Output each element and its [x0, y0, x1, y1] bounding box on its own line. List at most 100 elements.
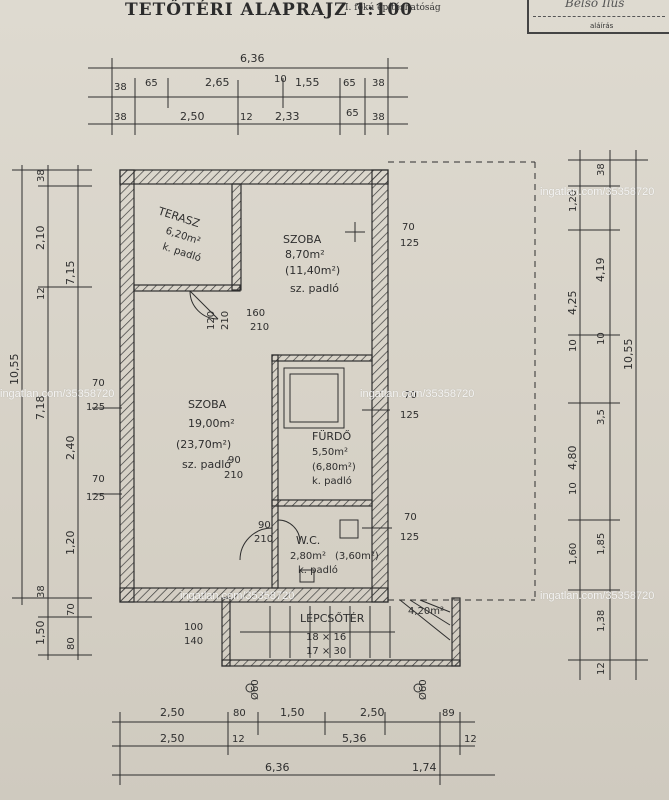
dim-bot-r3-1: 1,74	[412, 761, 437, 774]
room-szoba-small-area2: (11,40m²)	[285, 264, 340, 277]
room-wc-floor: k. padló	[298, 564, 338, 576]
dim-top-r1-4: 1,55	[295, 76, 320, 89]
room-lepcso-steps2: 17 × 30	[306, 646, 346, 657]
dim-top-total: 6,36	[240, 52, 265, 65]
dim-right-c1-2: 4,19	[594, 258, 607, 283]
watermark: ingatlan.com/35358720	[0, 388, 115, 400]
room-furdo-area: 5,50m²	[312, 447, 348, 458]
dim-right-c1-5: 1,85	[596, 533, 607, 555]
opening-w: 120	[206, 311, 217, 330]
room-lepcso-area: 4,20m²	[408, 606, 444, 617]
room-terasz-name: TERASZ	[156, 204, 202, 230]
dim-right-c1-1: 1,20	[568, 190, 579, 212]
watermark: ingatlan.com/35358720	[540, 590, 655, 602]
dim-top-r1-5: 65	[343, 78, 356, 89]
opening-w: 90	[228, 455, 241, 466]
dim-left-c0: 1,50	[34, 621, 47, 646]
room-furdo-name: FÜRDŐ	[312, 429, 351, 443]
dim-top-r2-1: 2,50	[180, 110, 205, 123]
opening-h: 210	[254, 534, 273, 545]
opening-w: 70	[92, 474, 105, 485]
dim-left-b1: 2,40	[64, 436, 77, 461]
dim-bot-r3-0: 6,36	[265, 761, 290, 774]
authority-label: I. fokú építéshatóság	[345, 3, 441, 13]
opening-h: 210	[220, 311, 231, 330]
dim-left-a3: 7,15	[64, 261, 77, 286]
dim-top-r2-0: 38	[114, 112, 127, 123]
opening-h: 140	[184, 636, 203, 647]
dim-top-r1-6: 38	[372, 78, 385, 89]
room-wc-area2: (3,60m²)	[335, 551, 379, 562]
dim-left-a0: 38	[36, 169, 47, 182]
dim-right-c1-6: 1,60	[568, 543, 579, 565]
dim-left-a2: 12	[36, 287, 47, 300]
signature-stamp-box	[527, 0, 669, 34]
opening-w: 70	[402, 222, 415, 233]
watermark: ingatlan.com/35358720	[540, 186, 655, 198]
room-furdo-area2: (6,80m²)	[312, 462, 356, 473]
dim-bot-r1-2: 1,50	[280, 706, 305, 719]
dim-bot-r1-1: 80	[233, 708, 246, 719]
dim-top-r1-3: 10	[274, 74, 287, 85]
room-wc-area: 2,80m²	[290, 551, 326, 562]
dim-bot-r1-0: 2,50	[160, 706, 185, 719]
dim-right-c2-3: 10	[568, 482, 579, 495]
opening-h: 125	[400, 238, 419, 249]
opening-w: 160	[246, 308, 265, 319]
dim-top-r1-2: 2,65	[205, 76, 230, 89]
dim-right-total: 10,55	[622, 339, 635, 371]
dim-top-r1-1: 65	[145, 78, 158, 89]
opening-w: 70	[404, 512, 417, 523]
opening-h: 125	[86, 492, 105, 503]
opening-w: 70	[92, 378, 105, 389]
signature-caption: aláírás	[590, 22, 614, 30]
room-szoba-large-area2: (23,70m²)	[176, 438, 231, 451]
dim-bot-r2-0: 2,50	[160, 732, 185, 745]
dim-top-r1-0: 38	[114, 82, 127, 93]
dim-bot-r2-1: 12	[232, 734, 245, 745]
dim-left-total: 10,55	[8, 354, 21, 386]
dim-right-c2-0: 4,25	[566, 291, 579, 316]
signature-line	[533, 16, 665, 17]
watermark: ingatlan.com/35358720	[360, 388, 475, 400]
dim-right-c1-8: 12	[596, 662, 607, 675]
dim-left-b3: 38	[36, 585, 47, 598]
opening-w: 70	[404, 390, 417, 401]
dim-top-r2-5: 38	[372, 112, 385, 123]
dim-left-c1: 80	[66, 637, 77, 650]
dim-right-c1-7: 1,38	[596, 610, 607, 632]
dim-left-b0: 7,18	[34, 396, 47, 421]
pillar-label: Ø60	[249, 679, 261, 700]
room-szoba-small-name: SZOBA	[283, 233, 322, 246]
dim-right-c1-0: 38	[596, 163, 607, 176]
opening-h: 210	[224, 470, 243, 481]
room-furdo-floor: k. padló	[312, 475, 352, 487]
dim-left-c2: 70	[66, 603, 77, 616]
dim-right-c2-2: 4,80	[566, 446, 579, 471]
dim-bot-r2-3: 12	[464, 734, 477, 745]
dim-bot-r1-4: 89	[442, 708, 455, 719]
dim-top-r2-3: 2,33	[275, 110, 300, 123]
room-szoba-small-floor: sz. padló	[290, 282, 339, 295]
signature: Belső Ilus	[565, 0, 625, 10]
opening-h: 125	[400, 410, 419, 421]
room-lepcso-steps1: 18 × 16	[306, 632, 346, 643]
dim-top-r2-2: 12	[240, 112, 253, 123]
dim-bot-r1-3: 2,50	[360, 706, 385, 719]
dim-right-c1-3: 10	[596, 332, 607, 345]
opening-w: 90	[258, 520, 271, 531]
dim-right-c1-4: 3,5	[596, 409, 607, 425]
watermark: ingatlan.com/35358720	[180, 590, 295, 602]
dim-top-r2-4: 65	[346, 108, 359, 119]
dim-left-b2: 1,20	[64, 531, 77, 556]
pillar-label: Ø60	[417, 679, 429, 700]
room-szoba-large-name: SZOBA	[188, 398, 227, 411]
dim-right-c2-1: 10	[568, 339, 579, 352]
room-lepcso-name: LÉPCSŐTÉR	[300, 611, 365, 625]
dim-bot-r2-2: 5,36	[342, 732, 367, 745]
plan-title: TETŐTÉRI ALAPRAJZ 1:100	[125, 0, 414, 20]
opening-w: 100	[184, 622, 203, 633]
opening-h: 125	[86, 402, 105, 413]
room-wc-name: W.C.	[296, 534, 320, 547]
